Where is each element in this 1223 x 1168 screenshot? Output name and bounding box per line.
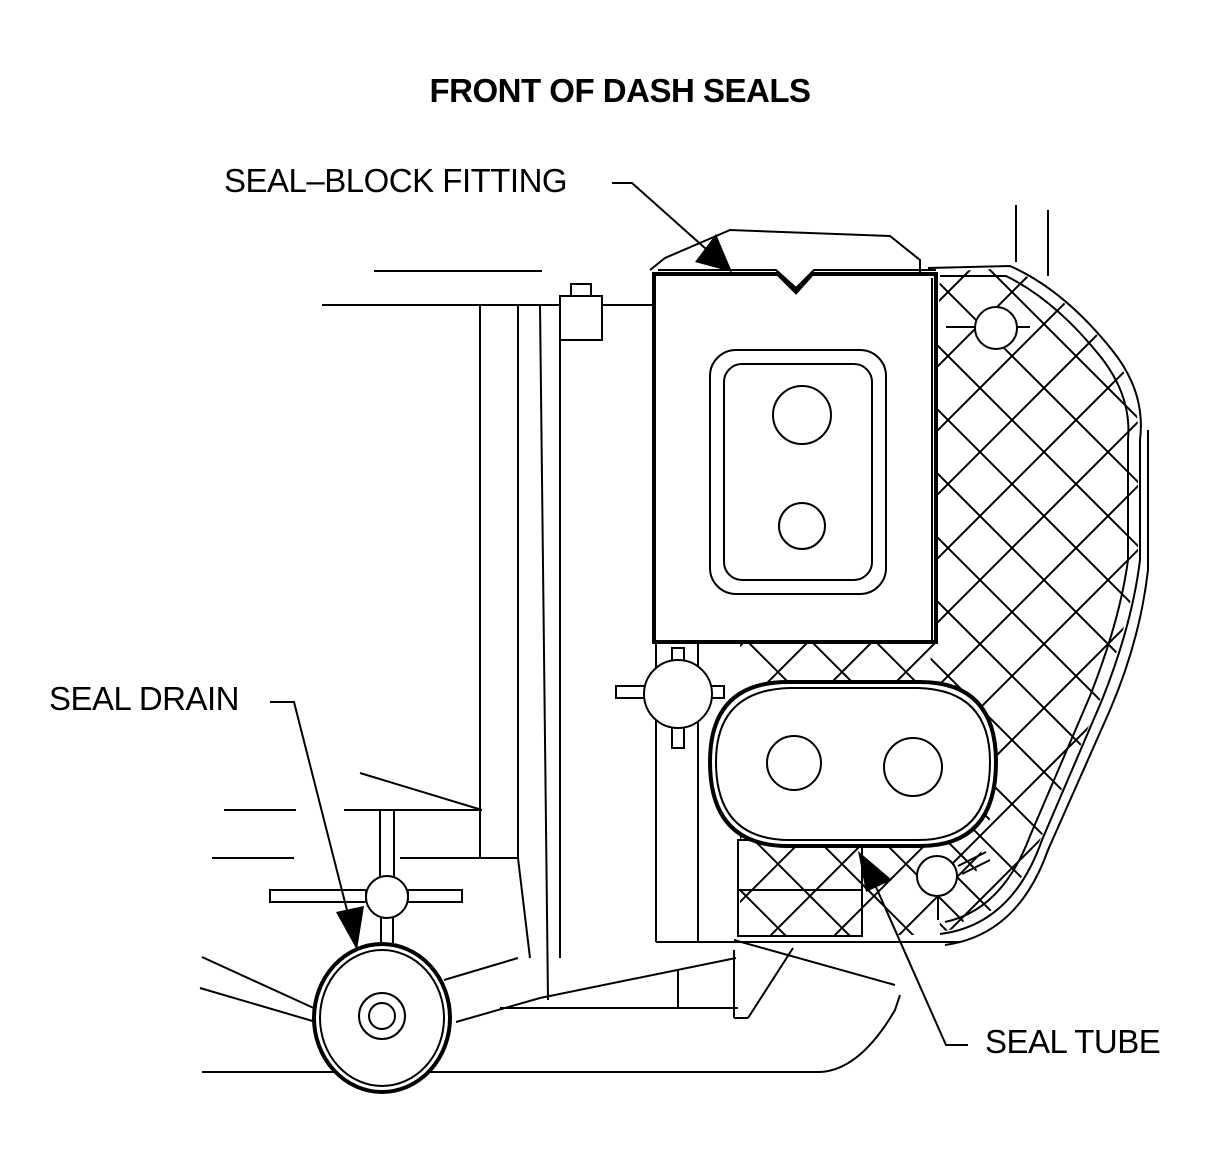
lattice-line	[930, 268, 1139, 932]
seal-tube-left-port	[766, 735, 822, 791]
lattice-line	[0, 640, 170, 950]
lattice-line	[0, 260, 596, 950]
seal-tube-label: SEAL TUBE	[985, 1023, 1161, 1060]
lattice-line	[930, 268, 1139, 932]
lattice-line	[930, 268, 1139, 932]
lattice-line	[930, 268, 1139, 932]
lattice-line	[930, 268, 1139, 932]
seal-drain	[269, 810, 463, 1094]
lattice-grid-lower	[0, 640, 1223, 950]
lattice-line	[979, 268, 1139, 932]
lattice-line	[930, 268, 1139, 932]
seal-block-fitting-arrow	[695, 234, 732, 272]
lattice-line	[930, 268, 1139, 932]
lattice-line	[1066, 640, 1223, 950]
seal-tube	[707, 680, 999, 848]
seal-block-fitting-label: SEAL–BLOCK FITTING	[224, 162, 568, 199]
lattice-line	[0, 260, 276, 950]
lattice-line	[1107, 268, 1139, 932]
fitting-lower-port	[778, 502, 826, 550]
lattice-line	[0, 640, 234, 950]
lower-right-fastener	[916, 851, 991, 920]
lattice-line	[930, 268, 1139, 932]
lattice-line	[0, 260, 148, 950]
lattice-line	[308, 640, 618, 950]
lattice-line	[930, 268, 1139, 932]
lattice-line	[1172, 260, 1223, 950]
seal-block-fitting	[652, 269, 938, 644]
lattice-line	[0, 260, 532, 950]
lattice-line	[930, 268, 1139, 932]
seal-drain-label: SEAL DRAIN	[49, 680, 240, 717]
lattice-line	[0, 260, 20, 950]
lattice-line	[0, 260, 84, 950]
tube-mount-box	[737, 839, 863, 937]
upper-right-fastener	[946, 306, 1030, 350]
lattice-line	[0, 260, 404, 950]
lattice-line	[0, 640, 298, 950]
lattice-line	[1121, 268, 1139, 932]
seal-tube-arrow	[858, 851, 892, 892]
upper-bracket	[559, 283, 603, 341]
lattice-line	[1002, 640, 1223, 950]
lattice-line	[0, 260, 212, 950]
lattice-panel	[0, 205, 1223, 950]
lattice-line	[52, 640, 362, 950]
mid-fastener	[615, 647, 725, 749]
lattice-line	[1043, 268, 1139, 932]
fitting-upper-port	[772, 385, 832, 445]
lattice-line	[1130, 640, 1223, 950]
lattice-line	[930, 268, 1109, 932]
lattice-line	[0, 260, 340, 950]
lattice-line	[930, 268, 1139, 932]
lattice-line	[930, 268, 1095, 932]
seal-drain-arrow	[336, 906, 364, 950]
lattice-line	[993, 268, 1139, 932]
lattice-line	[0, 260, 468, 950]
lattice-line	[180, 640, 490, 950]
lattice-line	[930, 268, 1139, 932]
diagram-title: FRONT OF DASH SEALS	[429, 72, 811, 109]
lattice-line	[20, 260, 710, 950]
lattice-line	[883, 640, 1000, 935]
lattice-line	[740, 640, 801, 935]
lattice-line	[1194, 640, 1223, 950]
lattice-line	[740, 640, 865, 935]
seal-tube-right-port	[883, 737, 943, 797]
callout-leaders	[270, 182, 968, 1046]
